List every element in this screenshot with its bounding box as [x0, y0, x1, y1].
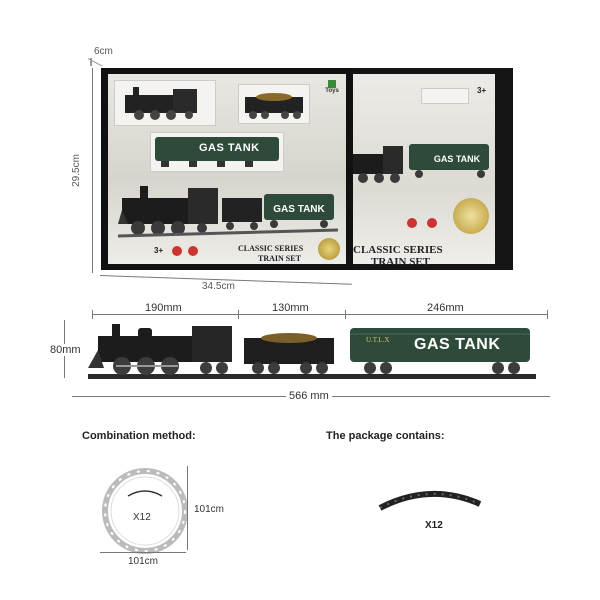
- width-label: 34.5cm: [202, 281, 235, 292]
- combination-height-dim: [187, 466, 188, 550]
- side-title-line2: TRAIN SET: [371, 256, 430, 268]
- svg-text:GAS TANK: GAS TANK: [273, 204, 325, 215]
- front-train-image: GAS TANK: [118, 186, 338, 238]
- tender-thumbnail-icon: [245, 93, 303, 119]
- engine-car: [88, 324, 232, 375]
- brand-text: Toys: [325, 88, 339, 94]
- depth-dim-line: [90, 58, 92, 66]
- combination-count: X12: [133, 512, 151, 523]
- total-length-label: 566 mm: [286, 390, 332, 402]
- tank-thumbnail: GAS TANK: [150, 132, 284, 172]
- train-section: 190mm 130mm 246mm 80mm: [0, 296, 600, 406]
- top-dim-tick-1: [92, 310, 93, 319]
- safety-icon: [188, 246, 198, 256]
- top-dim-tick-4: [547, 310, 548, 319]
- top-dim-line: [92, 314, 548, 315]
- side-age-badge: 3+: [477, 86, 487, 95]
- combination-width-dim: [100, 552, 186, 553]
- brand-icon: [328, 80, 336, 88]
- tender-thumbnail: [238, 84, 310, 124]
- box-side-panel: 3+ GAS TANK CLASSIC SERIES TRAIN SET: [353, 68, 513, 270]
- height-label: 29.5cm: [70, 154, 82, 187]
- box-side-artwork: 3+ GAS TANK CLASSIC SERIES TRAIN SET: [353, 74, 495, 268]
- curved-track-piece-icon: [378, 490, 482, 511]
- depth-label: 6cm: [94, 46, 113, 57]
- tank-car-label: GAS TANK: [414, 336, 501, 353]
- front-title-line1: CLASSIC SERIES: [238, 244, 304, 253]
- combination-width-label: 101cm: [128, 556, 159, 567]
- side-warning-icon: [407, 218, 417, 228]
- top-dim-tick-2: [238, 310, 239, 319]
- box-section: 6cm 29.5cm 34.5cm: [70, 46, 513, 292]
- package-count: X12: [425, 520, 443, 531]
- tank-thumbnail-body: GAS TANK: [155, 137, 279, 161]
- warning-icon: [172, 246, 182, 256]
- height-dim-line: [92, 68, 93, 273]
- top-dim-tick-3: [345, 310, 346, 319]
- segment-label-tender: 130mm: [272, 302, 309, 314]
- segment-label-tank: 246mm: [427, 302, 464, 314]
- train-height-label: 80mm: [50, 344, 81, 356]
- side-train-image: GAS TANK: [353, 144, 489, 183]
- svg-text:GAS TANK: GAS TANK: [434, 154, 481, 164]
- engine-thumbnail-icon: [125, 87, 197, 120]
- curve-indicator: [127, 490, 163, 497]
- front-medallion-icon: [318, 238, 340, 260]
- box-front-artwork: Toys GAS TANK GAS TANK: [108, 74, 346, 264]
- tank-thumbnail-label: GAS TANK: [199, 142, 260, 154]
- tank-wheels: [161, 161, 273, 167]
- side-safety-icon: [427, 218, 437, 228]
- tender-car: [244, 333, 334, 374]
- package-heading: The package contains:: [326, 430, 445, 442]
- train-image: [88, 324, 536, 379]
- track-circle-diagram: [102, 468, 188, 554]
- side-medallion-icon: [453, 198, 489, 234]
- track-bar: [88, 374, 536, 379]
- tank-car: [350, 328, 530, 374]
- side-small-image: [421, 88, 469, 104]
- side-title-line1: CLASSIC SERIES: [353, 244, 443, 256]
- combination-height-label: 101cm: [194, 504, 225, 515]
- tank-car-small-label: U.T.L.X: [366, 336, 390, 344]
- front-age-badge: 3+: [154, 246, 164, 255]
- engine-thumbnail: [114, 80, 216, 126]
- combination-heading: Combination method:: [82, 430, 196, 442]
- brand-logo: Toys: [320, 80, 344, 100]
- front-title-line2: TRAIN SET: [258, 254, 301, 263]
- box-front-panel: Toys GAS TANK GAS TANK: [101, 68, 353, 270]
- segment-label-engine: 190mm: [145, 302, 182, 314]
